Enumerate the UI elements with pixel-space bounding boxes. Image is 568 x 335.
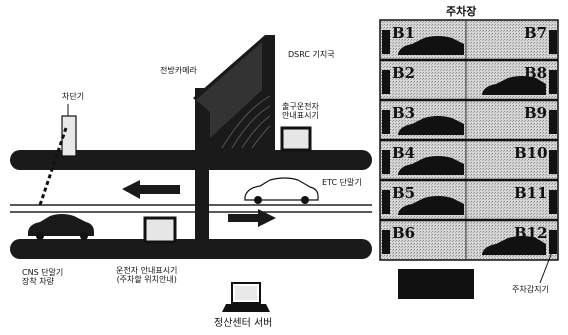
lower-road-bar xyxy=(10,239,372,259)
sensor-label: 주차감지기 xyxy=(512,285,549,294)
driver-guidance-display xyxy=(143,216,177,244)
exit-display-label-line1: 출구운전자 xyxy=(282,102,319,111)
stall-label-b12: B12 xyxy=(514,224,548,242)
parking-lot-title: 주차장 xyxy=(446,5,477,18)
cns-label-line2: 장착 차량 xyxy=(22,277,54,287)
cns-label-line1: CNS 단말기 xyxy=(22,268,64,277)
driver-display-label: 운전자 안내표시기 (주차할 위치안내) xyxy=(116,266,177,284)
parked-cars-left xyxy=(398,36,464,215)
stall-label-b7: B7 xyxy=(524,24,547,42)
exit-driver-display xyxy=(280,126,312,152)
right-sensors xyxy=(549,30,557,254)
cns-label: CNS 단말기 장착 차량 xyxy=(22,268,63,286)
cns-car xyxy=(28,214,94,240)
gantry-pole xyxy=(195,88,209,258)
stall-label-b10: B10 xyxy=(514,144,548,162)
parked-cars-right xyxy=(482,76,546,255)
exit-display-label-line2: 안내표시기 xyxy=(282,111,319,121)
gate-label: 차단기 xyxy=(62,92,85,101)
right-arrow xyxy=(228,209,276,227)
left-sensors xyxy=(382,30,390,254)
stall-separators xyxy=(380,58,558,222)
left-arrow xyxy=(122,180,180,199)
stall-label-b11: B11 xyxy=(514,184,548,202)
stall-label-b2: B2 xyxy=(392,64,415,82)
dsrc-label: DSRC 기지국 xyxy=(288,50,335,59)
sensor-pointer xyxy=(539,251,553,284)
camera-panel-face xyxy=(196,42,262,138)
etc-car xyxy=(244,177,319,204)
etc-label: ETC 단말기 xyxy=(322,178,362,187)
stall-label-b8: B8 xyxy=(524,64,547,82)
driver-display-label-line1: 운전자 안내표시기 xyxy=(116,266,178,275)
driver-display-label-line2: (주차할 위치안내) xyxy=(116,275,177,285)
parking-legend-box xyxy=(398,269,474,299)
stall-label-b9: B9 xyxy=(524,104,547,122)
exit-display-label: 출구운전자 안내표시기 xyxy=(282,102,319,120)
stall-label-b1: B1 xyxy=(392,24,415,42)
upper-road-bar xyxy=(10,150,372,170)
server-label: 정산센터 서버 xyxy=(214,318,273,329)
stall-label-b4: B4 xyxy=(392,144,415,162)
dsrc-signal-arcs xyxy=(221,95,271,149)
stall-label-b5: B5 xyxy=(392,184,415,202)
server-laptop-icon xyxy=(222,282,270,312)
stall-label-b3: B3 xyxy=(392,104,415,122)
camera-label: 전방카메라 xyxy=(160,66,197,75)
stall-label-b6: B6 xyxy=(392,224,415,242)
